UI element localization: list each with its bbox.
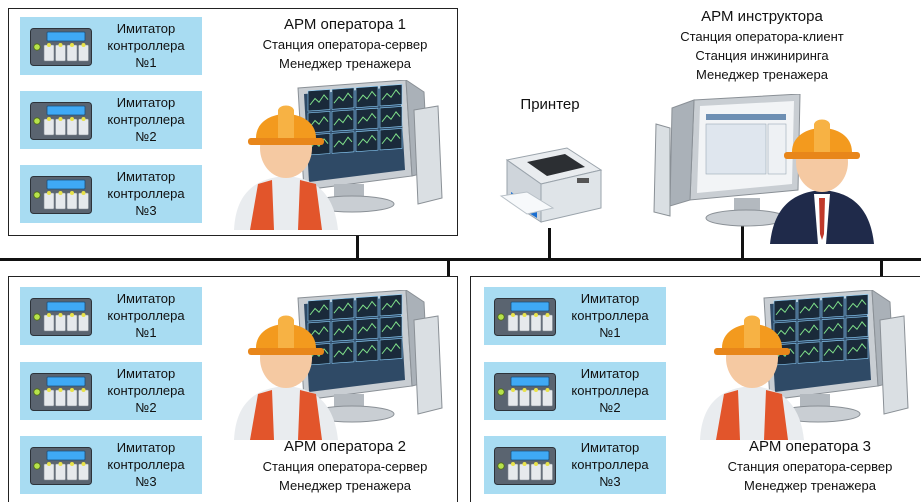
simulator-label-line2: контроллера <box>107 112 185 127</box>
controller-simulator-g3-1: Имитатор контроллера №1 <box>484 287 666 345</box>
instructor-manager: Менеджер тренажера <box>696 67 828 82</box>
operator-1-illustration <box>228 79 448 235</box>
controller-device-icon <box>30 176 92 214</box>
simulator-number: №2 <box>135 129 157 144</box>
arm2-manager: Менеджер тренажера <box>279 478 411 493</box>
simulator-label-line1: Имитатор <box>116 291 176 306</box>
instructor-title: АРМ инструктора <box>701 8 823 25</box>
simulator-label-line2: контроллера <box>107 38 185 53</box>
arm3-title: АРМ оператора 3 <box>749 438 871 455</box>
simulator-number: №3 <box>135 474 157 489</box>
controller-simulator-g1-2: Имитатор контроллера №2 <box>20 91 202 149</box>
simulator-label: Имитатор контроллера №1 <box>94 20 198 71</box>
controller-device-icon <box>494 447 556 485</box>
link-instructor <box>741 225 744 260</box>
controller-simulator-g2-3: Имитатор контроллера №3 <box>20 436 202 494</box>
simulator-number: №2 <box>135 400 157 415</box>
simulator-number: №2 <box>599 400 621 415</box>
simulator-label-line2: контроллера <box>107 186 185 201</box>
simulator-label-line2: контроллера <box>107 308 185 323</box>
controller-device-icon <box>30 447 92 485</box>
controller-device-icon <box>30 373 92 411</box>
instructor-role: Станция оператора-клиент <box>680 29 844 44</box>
arm3-caption: АРМ оператора 3 Станция оператора-сервер… <box>710 436 910 495</box>
simulator-label: Имитатор контроллера №2 <box>558 365 662 416</box>
controller-device-icon <box>30 28 92 66</box>
arm3-manager: Менеджер тренажера <box>744 478 876 493</box>
simulator-label-line1: Имитатор <box>580 440 640 455</box>
operator-3-illustration <box>694 289 914 445</box>
controller-device-icon <box>30 298 92 336</box>
arm3-role: Станция оператора-сервер <box>727 459 893 474</box>
instructor-engineering: Станция инжиниринга <box>695 48 829 63</box>
arm2-caption: АРМ оператора 2 Станция оператора-сервер… <box>245 436 445 495</box>
instructor-illustration <box>650 93 880 249</box>
controller-simulator-g3-3: Имитатор контроллера №3 <box>484 436 666 494</box>
controller-device-icon <box>494 298 556 336</box>
arm1-manager: Менеджер тренажера <box>279 56 411 71</box>
simulator-number: №1 <box>135 55 157 70</box>
simulator-label-line1: Имитатор <box>116 366 176 381</box>
instructor-caption: АРМ инструктора Станция оператора-клиент… <box>662 6 862 84</box>
simulator-label-line2: контроллера <box>571 457 649 472</box>
simulator-label-line2: контроллера <box>107 383 185 398</box>
link-printer <box>548 228 551 260</box>
simulator-label-line1: Имитатор <box>116 21 176 36</box>
arm1-caption: АРМ оператора 1 Станция оператора-сервер… <box>245 14 445 73</box>
arm2-title: АРМ оператора 2 <box>284 438 406 455</box>
network-bus <box>0 258 921 261</box>
simulator-label: Имитатор контроллера №3 <box>558 439 662 490</box>
arm2-role: Станция оператора-сервер <box>262 459 428 474</box>
printer-caption: Принтер <box>495 94 605 115</box>
simulator-label-line2: контроллера <box>571 308 649 323</box>
simulator-label-line1: Имитатор <box>580 291 640 306</box>
arm1-role: Станция оператора-сервер <box>262 37 428 52</box>
controller-simulator-g3-2: Имитатор контроллера №2 <box>484 362 666 420</box>
controller-simulator-g2-1: Имитатор контроллера №1 <box>20 287 202 345</box>
simulator-label-line1: Имитатор <box>116 440 176 455</box>
simulator-label: Имитатор контроллера №2 <box>94 94 198 145</box>
simulator-label: Имитатор контроллера №3 <box>94 439 198 490</box>
simulator-number: №1 <box>599 325 621 340</box>
simulator-label-line2: контроллера <box>571 383 649 398</box>
arm1-title: АРМ оператора 1 <box>284 16 406 33</box>
printer-icon <box>499 147 603 223</box>
controller-simulator-g1-3: Имитатор контроллера №3 <box>20 165 202 223</box>
simulator-number: №1 <box>135 325 157 340</box>
controller-simulator-g1-1: Имитатор контроллера №1 <box>20 17 202 75</box>
simulator-label-line1: Имитатор <box>116 169 176 184</box>
simulator-label: Имитатор контроллера №3 <box>94 168 198 219</box>
simulator-label: Имитатор контроллера №2 <box>94 365 198 416</box>
simulator-label: Имитатор контроллера №1 <box>94 290 198 341</box>
simulator-label-line1: Имитатор <box>116 95 176 110</box>
controller-simulator-g2-2: Имитатор контроллера №2 <box>20 362 202 420</box>
operator-2-illustration <box>228 289 448 445</box>
simulator-label: Имитатор контроллера №1 <box>558 290 662 341</box>
simulator-label-line2: контроллера <box>107 457 185 472</box>
printer-label: Принтер <box>520 96 580 113</box>
controller-device-icon <box>30 102 92 140</box>
simulator-label-line1: Имитатор <box>580 366 640 381</box>
simulator-number: №3 <box>599 474 621 489</box>
simulator-number: №3 <box>135 203 157 218</box>
controller-device-icon <box>494 373 556 411</box>
